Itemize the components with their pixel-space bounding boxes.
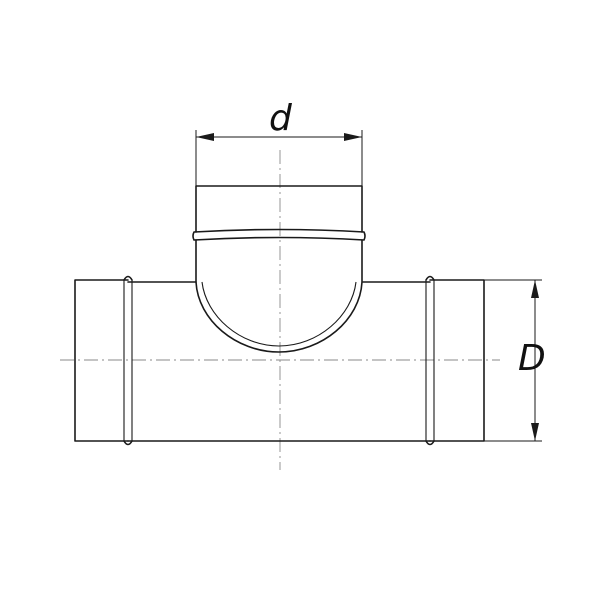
dimension-d: d xyxy=(195,98,363,186)
left-seam-bead xyxy=(123,280,133,441)
dimension-d-arrow-right xyxy=(344,133,362,141)
dimension-D-arrow-bottom xyxy=(531,423,539,441)
branch-body-saddle xyxy=(195,239,363,353)
branch-body-saddle-inner xyxy=(201,281,357,347)
right-seam-bead xyxy=(425,280,435,441)
main-pipe xyxy=(74,275,485,446)
left-seam-bead-top xyxy=(123,275,133,281)
left-seam-bead-bottom xyxy=(123,440,133,446)
main-pipe-right-collar xyxy=(429,279,485,442)
branch-collar xyxy=(195,185,363,233)
center-lines xyxy=(60,150,500,470)
main-pipe-left-collar xyxy=(74,279,129,442)
branch-seam-bead xyxy=(192,228,366,241)
dimension-D: D xyxy=(484,279,546,442)
dimension-D-arrow-top xyxy=(531,280,539,298)
dimension-d-arrow-left xyxy=(196,133,214,141)
right-seam-bead-top xyxy=(425,275,435,281)
dimension-D-label: D xyxy=(518,338,546,379)
branch-pipe xyxy=(192,185,366,353)
dimension-d-label: d xyxy=(269,98,293,139)
right-seam-bead-bottom xyxy=(425,440,435,446)
